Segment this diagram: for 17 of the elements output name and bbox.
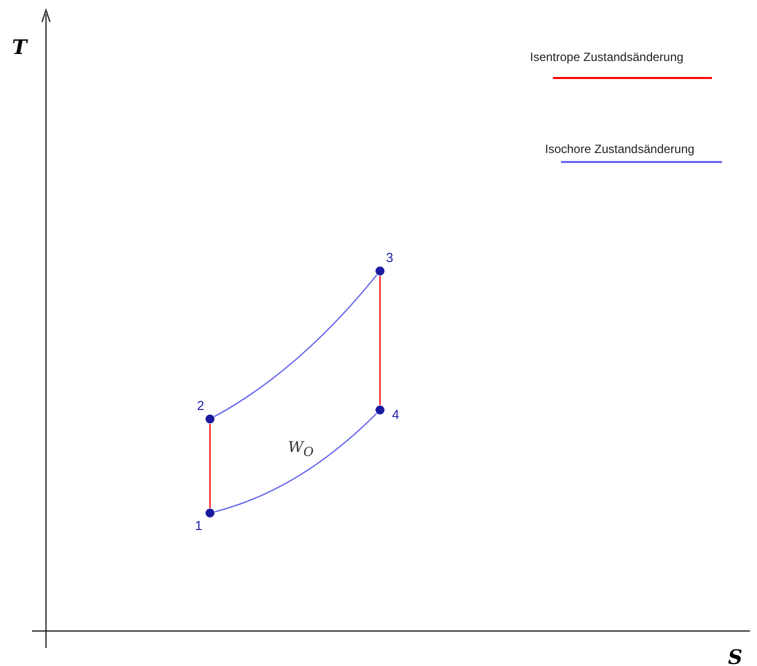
point-number: 1: [195, 519, 202, 533]
state-point: [206, 414, 214, 424]
state-point: [376, 406, 384, 414]
process-line: [209, 424, 211, 508]
point-number: 3: [386, 251, 394, 265]
legend-label: Isochore Zustandsänderung: [545, 142, 694, 156]
point-number: 2: [197, 399, 204, 413]
axis-label: T: [12, 36, 27, 58]
work-label: W$_{O}$: [288, 438, 314, 459]
process-line: [214, 274, 378, 418]
state-point: [376, 266, 384, 276]
state-point: [206, 508, 214, 518]
process-line: [214, 413, 377, 512]
process-line: [379, 276, 381, 405]
legend-label: Isentrope Zustandsänderung: [530, 50, 684, 64]
point-number: 4: [392, 408, 400, 422]
axis-label: S: [728, 646, 742, 666]
